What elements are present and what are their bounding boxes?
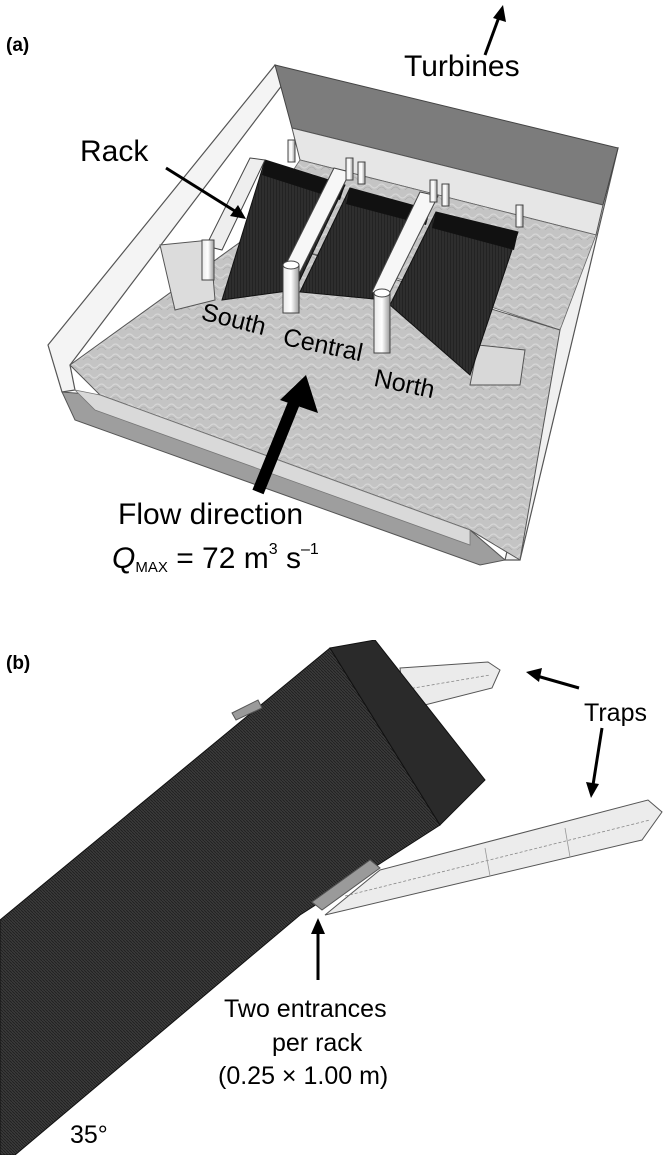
q-subscript: MAX — [135, 559, 168, 576]
rack-label: Rack — [80, 135, 149, 168]
panel-a-letter: (a) — [6, 35, 30, 56]
entrance-lower — [311, 859, 381, 911]
entrance-upper — [231, 699, 263, 721]
turbines-label: Turbines — [404, 50, 520, 83]
entrances-line2: per rack — [272, 1029, 363, 1057]
rack-arrow-head — [230, 205, 246, 219]
pier-2 — [371, 191, 439, 354]
traps-label: Traps — [584, 699, 647, 727]
flow-arrow-shaft — [252, 395, 302, 495]
q-exp2: –1 — [301, 541, 319, 558]
pier-left — [201, 157, 266, 281]
trap-lower — [324, 799, 663, 916]
rack-angle-label: 35° — [70, 1121, 108, 1149]
qmax-label: QMAX = 72 m3 s–1 — [112, 541, 319, 576]
traps-arrow-head-2 — [586, 782, 599, 798]
intake-3d-model — [47, 5, 619, 566]
rack-trap-model — [0, 640, 663, 1155]
entrance-arrow-head — [311, 918, 325, 934]
entrances-line3: (0.25 × 1.00 m) — [218, 1062, 389, 1090]
pier-1 — [282, 167, 351, 314]
q-value: = 72 m — [167, 542, 269, 575]
q-unit2: s — [277, 542, 301, 575]
entrances-line1: Two entrances — [224, 995, 387, 1023]
flow-direction-label: Flow direction — [118, 498, 304, 531]
panel-a: (a) Turbines Rack South Central North Fl… — [6, 5, 619, 576]
panel-b-letter: (b) — [6, 653, 31, 674]
q-symbol: Q — [112, 542, 136, 575]
flow-arrow-head — [280, 375, 318, 413]
rack-north — [389, 211, 519, 376]
traps-arrow-head-1 — [526, 668, 542, 682]
q-exp1: 3 — [268, 541, 278, 558]
turbines-arrow-head — [493, 5, 506, 22]
rack-top-block — [329, 640, 486, 826]
panel-b: (b) Traps Two entrances per rack (0.25 ×… — [0, 640, 669, 1155]
